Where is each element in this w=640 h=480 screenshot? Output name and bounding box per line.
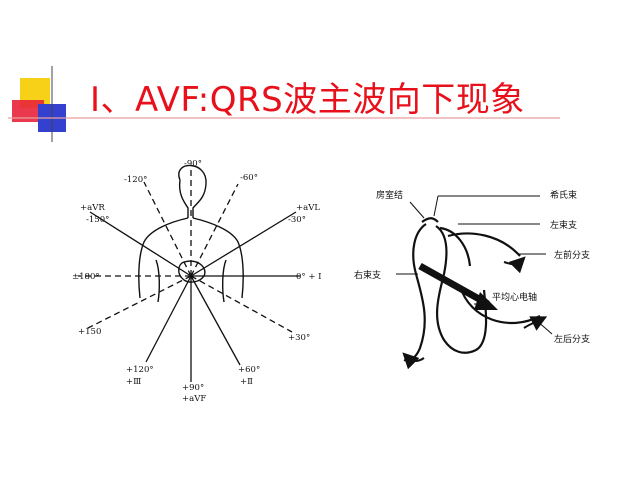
conduction-labels: 房室结 希氏束 左束支 左前分支 右束支 平均心电轴 左后分支: [354, 189, 590, 345]
label-mean-axis: 平均心电轴: [492, 291, 537, 303]
label-90: +90°: [182, 383, 204, 393]
arrow-anterior: [504, 262, 520, 264]
leader-lines: [396, 196, 552, 334]
arm-right-inner: [223, 260, 226, 302]
his-bundle-outer: [404, 224, 426, 361]
slide-title: I、AVF:QRS波主波向下现象: [90, 72, 525, 121]
label-left-anterior: 左前分支: [554, 249, 590, 261]
conduction-diagram: 房室结 希氏束 左束支 左前分支 右束支 平均心电轴 左后分支: [340, 170, 620, 380]
label-60: +60°: [238, 365, 260, 375]
label-30: +30°: [288, 333, 310, 343]
label-0-I: 0° + I: [296, 272, 322, 282]
label-120: +120°: [126, 365, 154, 375]
label-minus-60: -60°: [240, 173, 258, 183]
label-lead-III: +Ⅲ: [126, 377, 141, 387]
lead-axes: [78, 170, 300, 382]
label-left-posterior: 左后分支: [554, 333, 590, 345]
axis-lead-III: [146, 276, 191, 362]
small-arrows: [408, 262, 540, 361]
arrow-right: [408, 358, 424, 361]
label-minus-90: -90°: [184, 159, 202, 169]
label-left-bundle: 左束支: [550, 219, 577, 231]
label-minus-150: -150°: [86, 215, 109, 225]
label-his-bundle: 希氏束: [550, 189, 577, 201]
conduction-paths: [404, 218, 540, 360]
label-aVR: +aVR: [80, 203, 105, 213]
leader-left-posterior: [536, 320, 552, 334]
leader-his-2: [434, 196, 438, 216]
av-node-connector: [422, 218, 438, 222]
label-aVF: +aVF: [182, 394, 206, 404]
label-150: +150: [78, 327, 101, 337]
label-minus-30: -30°: [288, 215, 306, 225]
label-right-bundle: 右束支: [354, 269, 381, 281]
mean-axis-shaft: [420, 266, 488, 304]
label-aVL: +aVL: [296, 203, 320, 213]
label-180: ±180°: [72, 272, 100, 282]
axis-lead-II: [191, 276, 240, 365]
arm-left-inner: [156, 260, 159, 302]
mean-axis-arrow: [420, 266, 498, 310]
label-minus-120: -120°: [124, 175, 147, 185]
head-outline: [179, 165, 206, 218]
label-av-node: 房室结: [376, 189, 403, 201]
label-lead-II: +Ⅱ: [240, 377, 253, 387]
leader-av-node: [410, 202, 424, 218]
heart-shape: [179, 261, 205, 282]
axis-neg-II: [144, 182, 191, 276]
hexaxial-diagram: -90° -120° -60° +aVR -150° +aVL -30° ±18…: [60, 150, 330, 410]
